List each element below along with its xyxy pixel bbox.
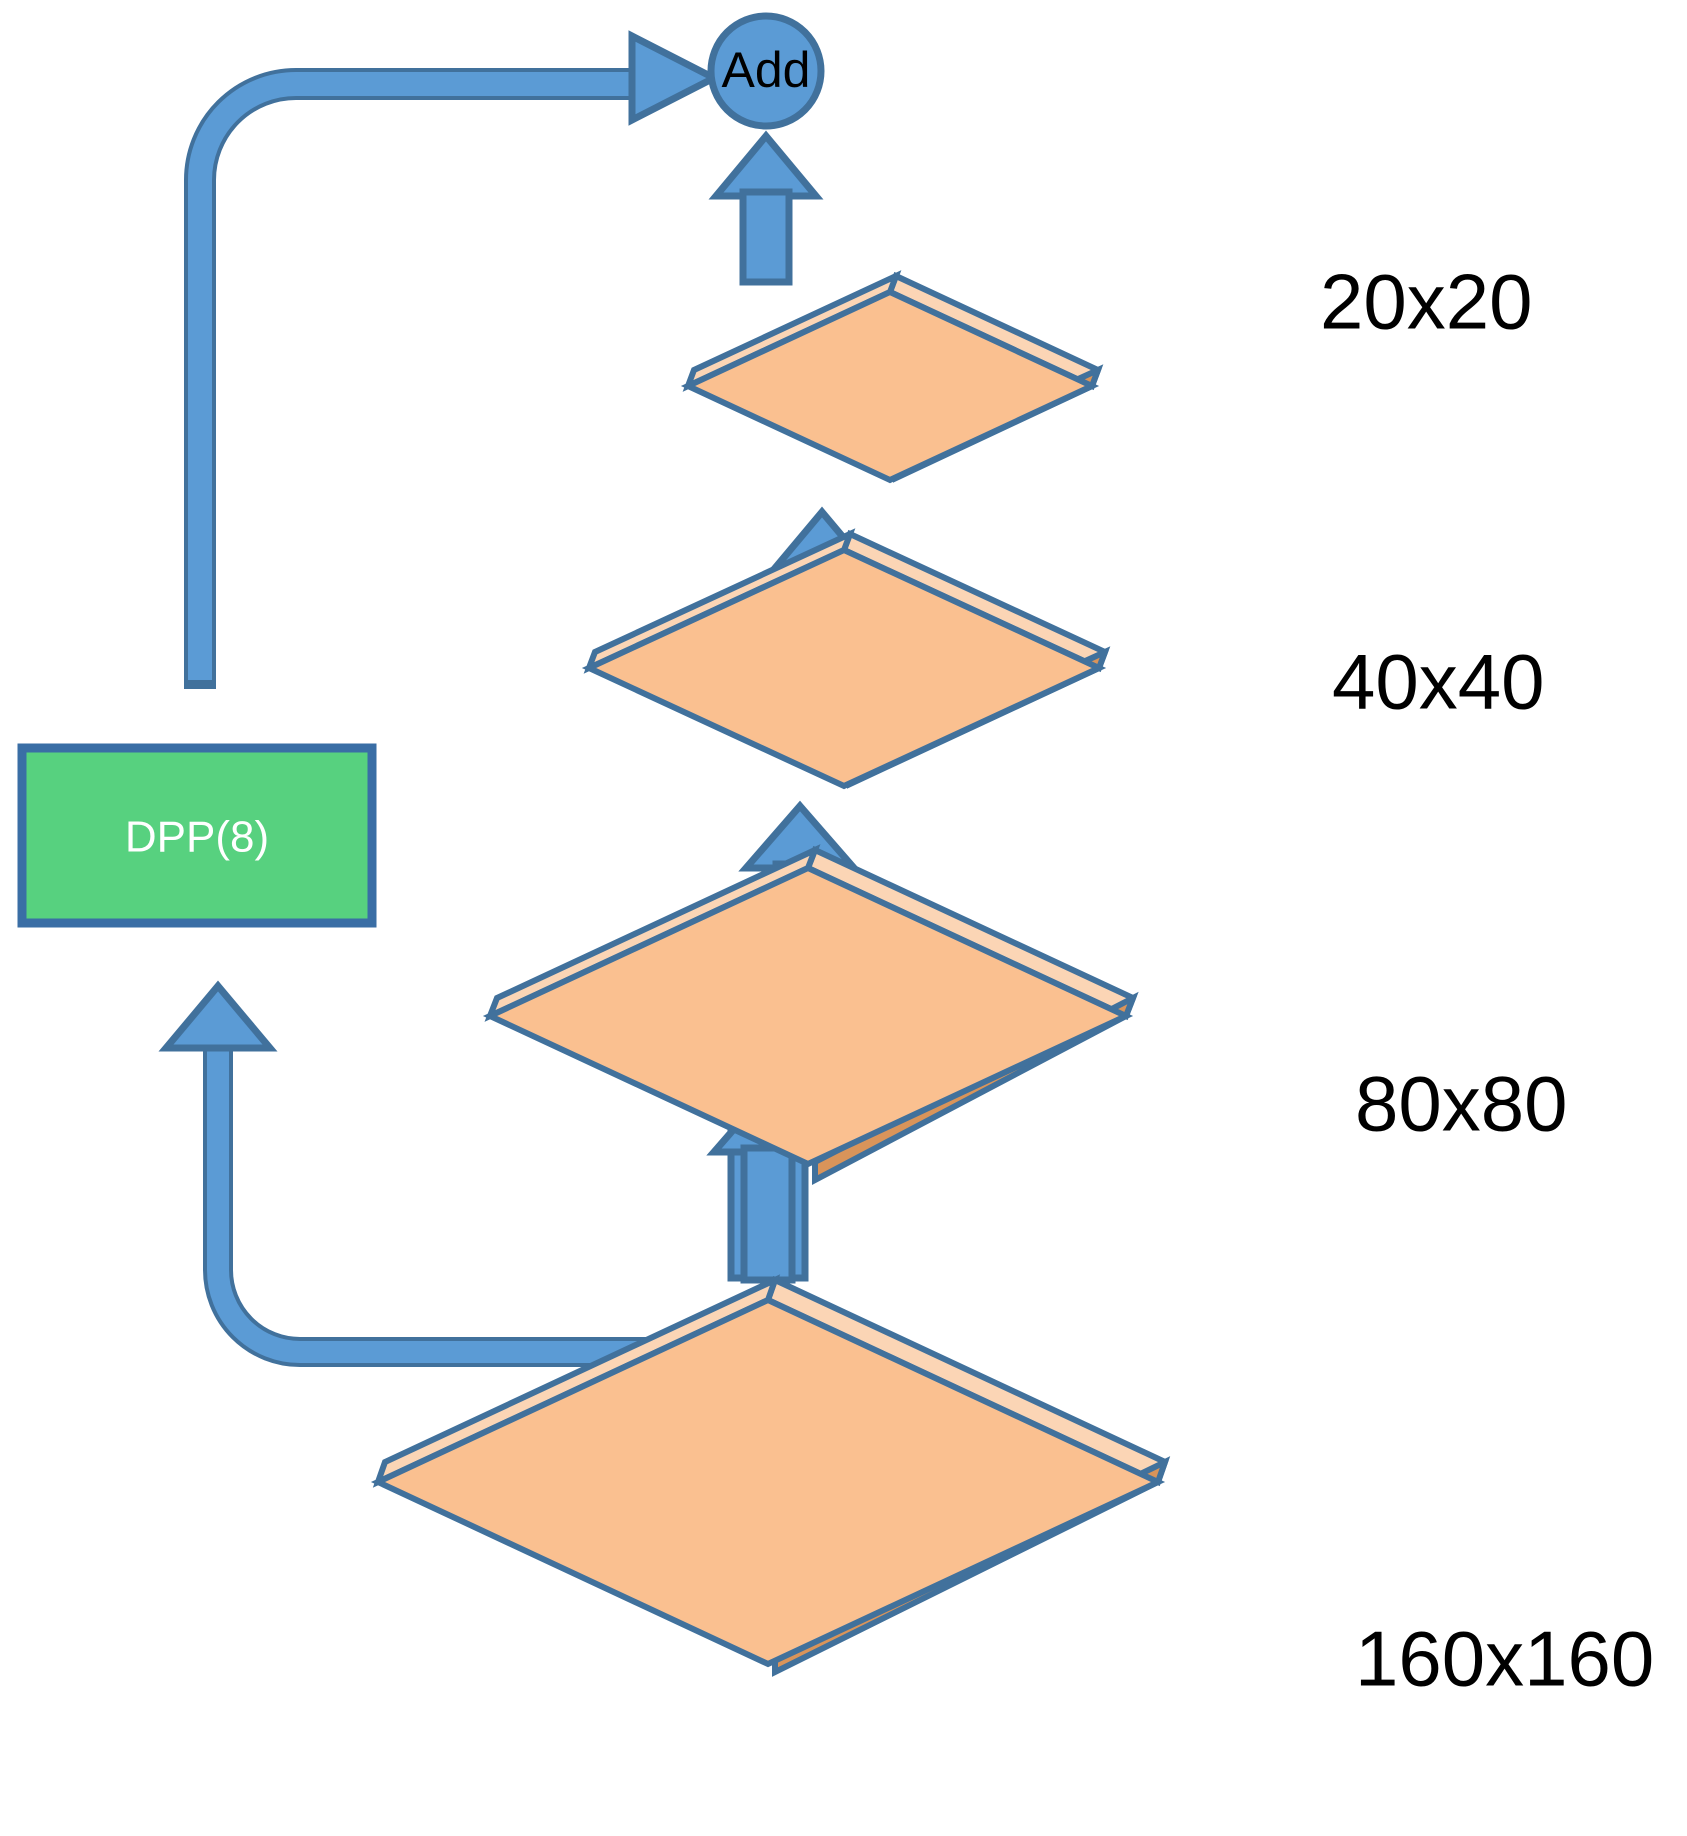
arrow-dpp-to-add — [184, 30, 722, 689]
add-node[interactable]: Add — [707, 12, 825, 130]
plane-80x80-face — [482, 864, 1134, 1168]
plane-160x160 — [370, 1274, 1171, 1677]
plane-160x160-face — [370, 1296, 1166, 1668]
add-node-circle[interactable] — [707, 12, 825, 130]
plane-20x20-label: 20x20 — [1320, 258, 1533, 346]
plane-80x80-label: 80x80 — [1355, 1060, 1568, 1148]
plane-160x160-label: 160x160 — [1355, 1615, 1654, 1703]
add-node-label: Add — [722, 42, 811, 98]
plane-40x40-face — [581, 546, 1107, 790]
plane-20x20-face — [680, 288, 1100, 484]
plane-40x40-label: 40x40 — [1332, 638, 1545, 726]
plane-20x20 — [680, 270, 1104, 484]
dpp-block-label: DPP(8) — [125, 813, 269, 862]
dpp-block[interactable]: DPP(8) — [17, 743, 377, 928]
arrow-skip-into-dpp — [158, 980, 723, 1367]
plane-40x40 — [581, 528, 1111, 790]
arrow-20-to-add — [708, 130, 824, 286]
plane-80x80 — [482, 844, 1139, 1185]
dpp-block-rect[interactable] — [17, 743, 377, 928]
